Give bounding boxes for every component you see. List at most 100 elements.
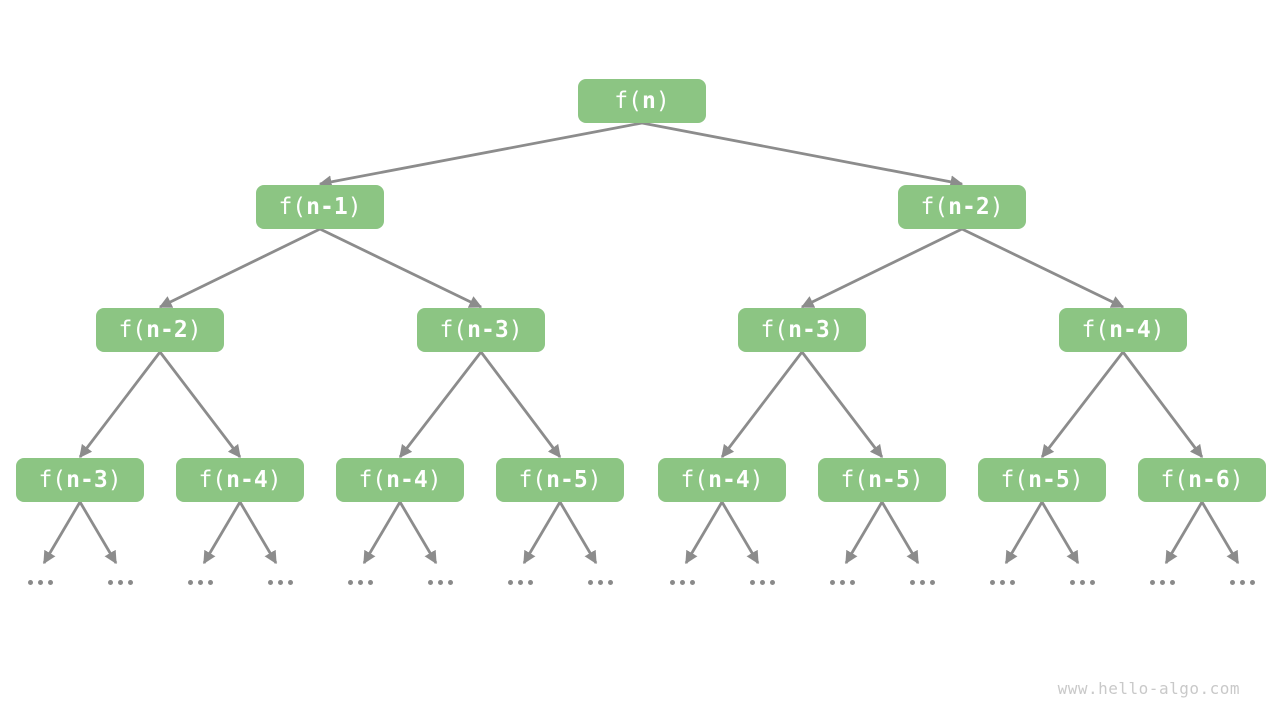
ellipsis-dot <box>770 580 775 585</box>
ellipsis-dot <box>1250 580 1255 585</box>
ellipsis-dot <box>368 580 373 585</box>
ellipsis-dot <box>1150 580 1155 585</box>
ellipsis-dot <box>690 580 695 585</box>
ellipsis-leaf <box>28 580 53 585</box>
ellipsis-leaf <box>348 580 373 585</box>
node-label-prefix: f( <box>439 316 468 343</box>
ellipsis-dot <box>438 580 443 585</box>
ellipsis-dot <box>1080 580 1085 585</box>
tree-node-f(n-3): f(n-3) <box>417 308 545 352</box>
ellipsis-leaf <box>750 580 775 585</box>
ellipsis-dot <box>1000 580 1005 585</box>
node-label-prefix: f( <box>760 316 789 343</box>
ellipsis-dot <box>840 580 845 585</box>
node-label-prefix: f( <box>518 466 547 493</box>
node-label-suffix: ) <box>829 316 844 343</box>
node-label-prefix: f( <box>840 466 869 493</box>
node-label-argument: n-4 <box>1109 316 1151 343</box>
ellipsis-dot <box>108 580 113 585</box>
tree-edge-arrow <box>362 501 402 565</box>
ellipsis-leaf <box>508 580 533 585</box>
tree-edge-arrow <box>844 501 884 565</box>
tree-edge-arrow <box>1164 501 1204 565</box>
node-label-argument: n <box>641 87 656 114</box>
node-label-prefix: f( <box>198 466 227 493</box>
ellipsis-dot <box>588 580 593 585</box>
ellipsis-leaf <box>588 580 613 585</box>
tree-edge-arrow <box>1040 501 1080 565</box>
tree-node-f(n-3): f(n-3) <box>738 308 866 352</box>
node-label-prefix: f( <box>38 466 67 493</box>
tree-node-f(n): f(n) <box>578 79 706 123</box>
node-label-suffix: ) <box>655 87 670 114</box>
node-label-prefix: f( <box>614 87 642 114</box>
node-label-prefix: f( <box>118 316 147 343</box>
tree-edge-arrow <box>522 501 562 565</box>
ellipsis-leaf <box>268 580 293 585</box>
node-label-argument: n-2 <box>948 193 990 220</box>
node-label-suffix: ) <box>749 466 764 493</box>
ellipsis-dot <box>448 580 453 585</box>
tree-edge-arrow <box>318 121 643 189</box>
ellipsis-dot <box>118 580 123 585</box>
node-label-argument: n-6 <box>1188 466 1230 493</box>
tree-edge-arrow <box>1004 501 1044 565</box>
tree-edge-arrow <box>1040 351 1125 459</box>
ellipsis-leaf <box>1230 580 1255 585</box>
node-label-prefix: f( <box>920 193 949 220</box>
node-label-argument: n-4 <box>226 466 268 493</box>
ellipsis-dot <box>348 580 353 585</box>
tree-edge-arrow <box>158 227 321 309</box>
ellipsis-dot <box>670 580 675 585</box>
node-label-suffix: ) <box>1069 466 1084 493</box>
node-label-prefix: f( <box>1160 466 1189 493</box>
ellipsis-dot <box>608 580 613 585</box>
tree-edge-arrow <box>800 351 884 459</box>
node-label-suffix: ) <box>587 466 602 493</box>
tree-edge-arrow <box>1200 501 1240 565</box>
node-label-argument: n-3 <box>788 316 830 343</box>
ellipsis-dot <box>128 580 133 585</box>
tree-node-f(n-5): f(n-5) <box>818 458 946 502</box>
node-label-prefix: f( <box>358 466 387 493</box>
ellipsis-dot <box>198 580 203 585</box>
tree-edge-arrow <box>479 351 562 459</box>
ellipsis-dot <box>518 580 523 585</box>
tree-edge-arrow <box>78 351 162 459</box>
ellipsis-leaf <box>428 580 453 585</box>
ellipsis-leaf <box>830 580 855 585</box>
tree-node-f(n-2): f(n-2) <box>898 185 1026 229</box>
tree-node-f(n-5): f(n-5) <box>496 458 624 502</box>
node-label-argument: n-2 <box>146 316 188 343</box>
tree-edge-arrow <box>398 351 483 459</box>
node-label-argument: n-5 <box>1028 466 1070 493</box>
tree-edge-arrow <box>961 227 1125 309</box>
node-label-argument: n-4 <box>708 466 750 493</box>
ellipsis-dot <box>750 580 755 585</box>
ellipsis-leaf <box>910 580 935 585</box>
ellipsis-dot <box>1010 580 1015 585</box>
tree-edge-arrow <box>720 501 760 565</box>
tree-edge-arrow <box>158 351 242 459</box>
tree-node-f(n-1): f(n-1) <box>256 185 384 229</box>
ellipsis-dot <box>528 580 533 585</box>
node-label-argument: n-3 <box>66 466 108 493</box>
watermark: www.hello-algo.com <box>1057 679 1240 698</box>
node-label-suffix: ) <box>347 193 362 220</box>
tree-node-f(n-4): f(n-4) <box>658 458 786 502</box>
tree-edge-arrow <box>398 501 438 565</box>
ellipsis-dot <box>278 580 283 585</box>
ellipsis-dot <box>288 580 293 585</box>
node-label-suffix: ) <box>508 316 523 343</box>
ellipsis-dot <box>680 580 685 585</box>
ellipsis-dot <box>1240 580 1245 585</box>
tree-edge-arrow <box>880 501 920 565</box>
ellipsis-dot <box>850 580 855 585</box>
node-label-prefix: f( <box>680 466 709 493</box>
ellipsis-leaf <box>188 580 213 585</box>
ellipsis-dot <box>1070 580 1075 585</box>
ellipsis-dot <box>38 580 43 585</box>
node-label-argument: n-5 <box>868 466 910 493</box>
